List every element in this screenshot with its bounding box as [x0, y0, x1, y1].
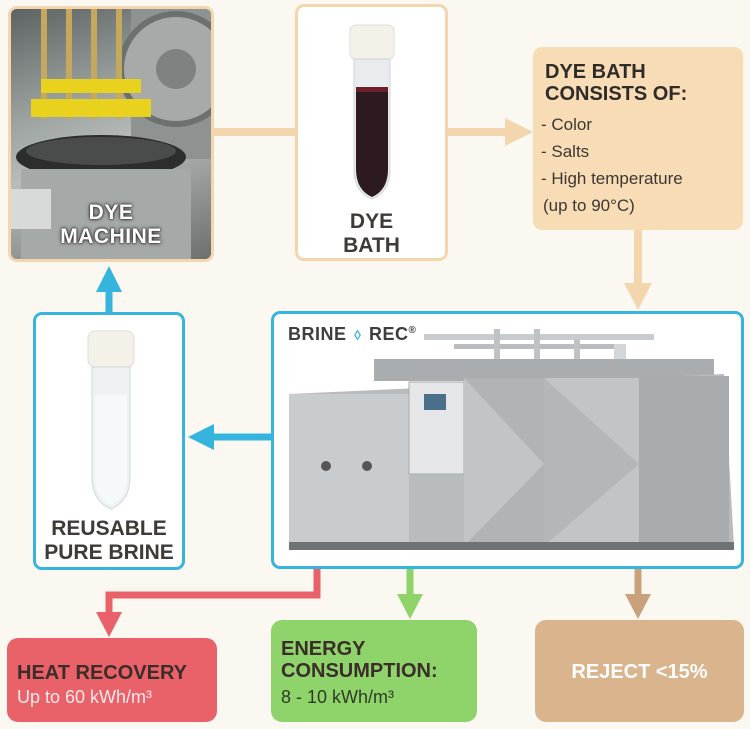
dye-machine-node: DYE MACHINE — [8, 6, 214, 262]
heat-recovery-value: Up to 60 kWh/m³ — [17, 687, 153, 707]
energy-consumption-node: ENERGY CONSUMPTION: 8 - 10 kWh/m³ — [271, 620, 477, 722]
brine-label: REUSABLE PURE BRINE — [36, 517, 182, 565]
reject-node: REJECT <15% — [535, 620, 744, 722]
energy-title-line2: CONSUMPTION: — [281, 660, 438, 682]
logo-rec-text: REC — [368, 324, 409, 344]
dye-machine-label-line2: MACHINE — [60, 225, 162, 248]
dye-bath-tube-image — [349, 24, 395, 200]
composition-item-salts: - Salts — [541, 142, 590, 161]
brine-label-line2: PURE BRINE — [44, 541, 174, 564]
dye-bath-label-line2: BATH — [343, 234, 400, 257]
dye-bath-composition-node: DYE BATH CONSISTS OF: - Color - Salts - … — [533, 47, 743, 230]
logo-brine-text: BRINE — [288, 324, 347, 344]
arrow-brinerec-to-energy-head — [397, 594, 423, 619]
dye-bath-label: DYE BATH — [298, 210, 445, 258]
logo-mark-icon: ◊ — [354, 327, 362, 343]
composition-list: - Color - Salts - High temperature (up t… — [541, 111, 683, 219]
composition-item-color: - Color — [541, 115, 593, 134]
brine-tube-image — [87, 330, 135, 510]
arrow-brinerec-to-heat-head — [96, 612, 122, 637]
dye-machine-label-line1: DYE — [88, 201, 134, 224]
arrow-bath-to-consists-head — [505, 118, 533, 146]
dye-bath-label-line1: DYE — [349, 210, 394, 233]
brinerec-logo: BRINE ◊ REC® — [288, 324, 416, 345]
brine-label-line1: REUSABLE — [51, 517, 167, 540]
heat-recovery-title: HEAT RECOVERY — [17, 662, 188, 684]
composition-title: DYE BATH CONSISTS OF: — [545, 61, 688, 105]
energy-value: 8 - 10 kWh/m³ — [281, 687, 395, 707]
brinerec-machine-image — [289, 329, 734, 550]
dye-machine-illustration — [11, 9, 211, 259]
energy-title-line1: ENERGY — [281, 638, 366, 660]
arrow-consists-to-brinerec-head — [624, 283, 652, 310]
dye-bath-node: DYE BATH — [295, 4, 448, 261]
energy-title: ENERGY CONSUMPTION: — [281, 638, 438, 682]
composition-item-temperature: - High temperature — [541, 169, 683, 188]
composition-item-temperature-note: (up to 90°C) — [543, 196, 635, 215]
reject-title: REJECT <15% — [571, 661, 708, 683]
reusable-brine-node: REUSABLE PURE BRINE — [33, 312, 185, 570]
dye-machine-label: DYE MACHINE — [11, 201, 211, 249]
brinerec-node: BRINE ◊ REC® — [271, 311, 744, 569]
arrow-brinerec-to-heat — [105, 569, 321, 615]
arrow-brine-to-machine-head — [96, 266, 122, 292]
logo-registered-mark: ® — [408, 325, 417, 336]
arrow-brinerec-to-reject-head — [625, 594, 651, 619]
arrow-brinerec-to-brine-head — [188, 424, 214, 450]
heat-recovery-node: HEAT RECOVERY Up to 60 kWh/m³ — [7, 638, 217, 722]
